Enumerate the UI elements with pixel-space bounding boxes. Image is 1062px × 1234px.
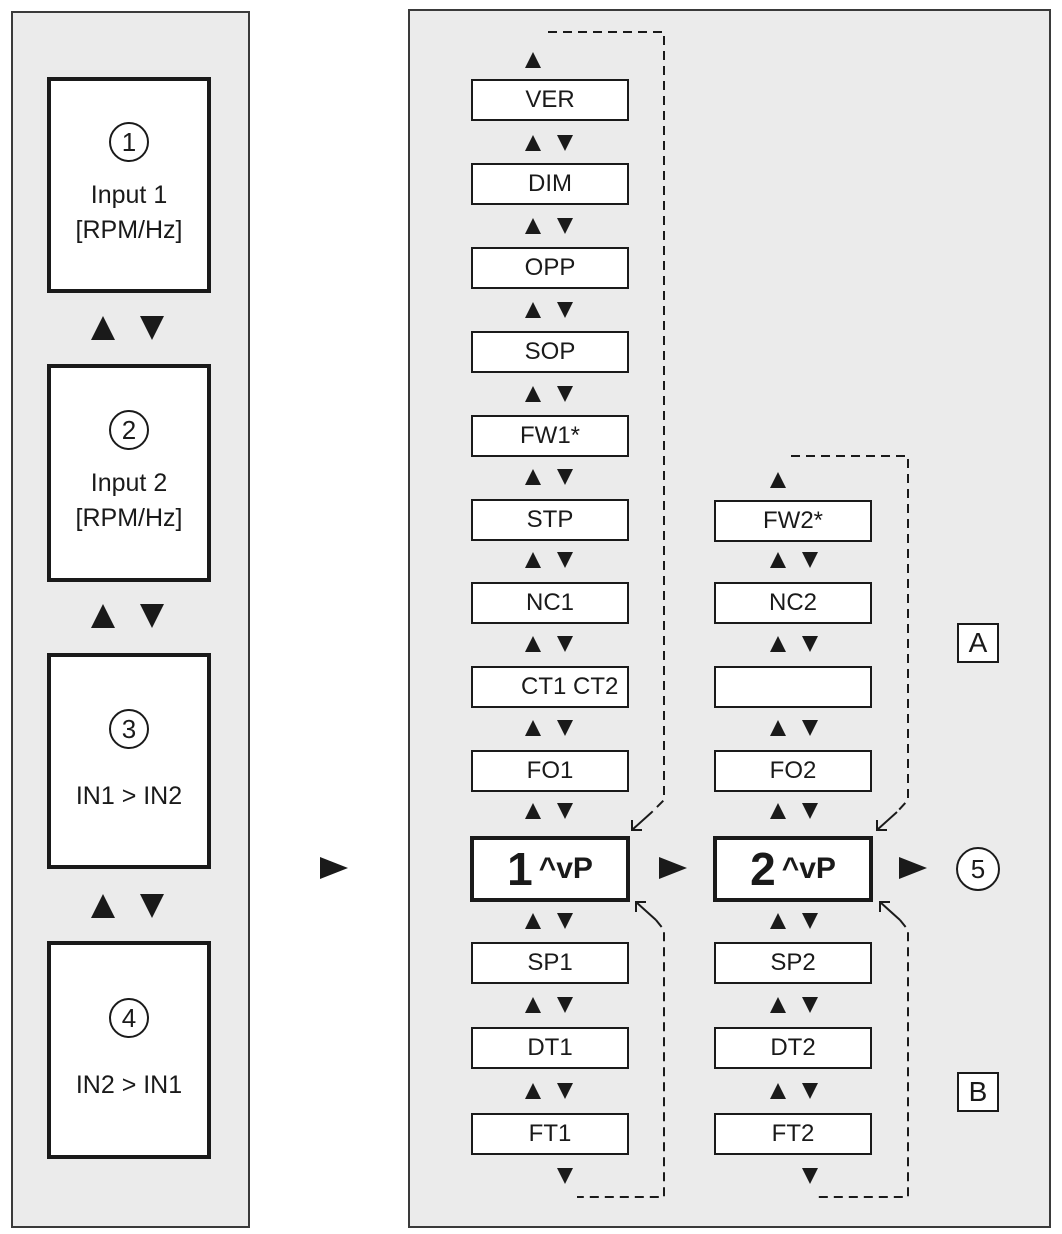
mode-number-3: 3 <box>109 708 149 749</box>
region-label-a: A <box>957 623 999 663</box>
mode-nav-arrows <box>91 316 164 918</box>
menu-item-fw1[interactable]: FW1* <box>471 415 629 457</box>
menu-item-ver[interactable]: VER <box>471 79 629 121</box>
region-label-b: B <box>957 1072 999 1112</box>
menu-item-fw2[interactable]: FW2* <box>714 500 872 542</box>
setpoint-2-display[interactable]: 2^vP <box>713 836 873 902</box>
menu-item-ct1-ct2[interactable]: CT1 CT2 <box>471 666 629 708</box>
menu-item-sop[interactable]: SOP <box>471 331 629 373</box>
mode-label-3: IN1 > IN2 <box>75 781 183 810</box>
menu-item-ft1[interactable]: FT1 <box>471 1113 629 1155</box>
setpoint-1-number: 1 <box>507 843 533 895</box>
menu-item-stp[interactable]: STP <box>471 499 629 541</box>
mode-label-1: Input 1[RPM/Hz] <box>75 181 183 244</box>
menu-item-blank[interactable] <box>714 666 872 708</box>
menu-item-nc2[interactable]: NC2 <box>714 582 872 624</box>
output-label-5: 5 <box>956 847 1000 891</box>
menu2-nav-arrows <box>770 472 818 1184</box>
setpoint-2-suffix: ^vP <box>781 852 836 885</box>
mode-number-4: 4 <box>109 997 149 1038</box>
mode-box-1[interactable]: 1 Input 1[RPM/Hz] <box>47 77 211 293</box>
menu1-nav-arrows <box>525 52 573 1184</box>
mode-box-2[interactable]: 2 Input 2[RPM/Hz] <box>47 364 211 582</box>
setpoint-1-display[interactable]: 1^vP <box>470 836 630 902</box>
loop-arrow-tips <box>631 811 901 921</box>
flow-arrows <box>320 857 927 879</box>
menu-item-nc1[interactable]: NC1 <box>471 582 629 624</box>
menu-item-ft2[interactable]: FT2 <box>714 1113 872 1155</box>
mode-box-3[interactable]: 3 IN1 > IN2 <box>47 653 211 869</box>
menu-item-opp[interactable]: OPP <box>471 247 629 289</box>
mode-number-1: 1 <box>109 122 149 162</box>
menu-item-dt1[interactable]: DT1 <box>471 1027 629 1069</box>
mode-number-2: 2 <box>109 410 149 450</box>
return-loops <box>548 31 909 1198</box>
setpoint-2-number: 2 <box>750 843 776 895</box>
menu-item-dim[interactable]: DIM <box>471 163 629 205</box>
menu-item-fo1[interactable]: FO1 <box>471 750 629 792</box>
mode-box-4[interactable]: 4 IN2 > IN1 <box>47 941 211 1159</box>
mode-label-4: IN2 > IN1 <box>75 1070 183 1099</box>
menu-item-sp1[interactable]: SP1 <box>471 942 629 984</box>
menu-item-dt2[interactable]: DT2 <box>714 1027 872 1069</box>
mode-label-2: Input 2[RPM/Hz] <box>75 469 183 532</box>
menu-item-sp2[interactable]: SP2 <box>714 942 872 984</box>
setpoint-1-suffix: ^vP <box>538 852 593 885</box>
menu-item-fo2[interactable]: FO2 <box>714 750 872 792</box>
